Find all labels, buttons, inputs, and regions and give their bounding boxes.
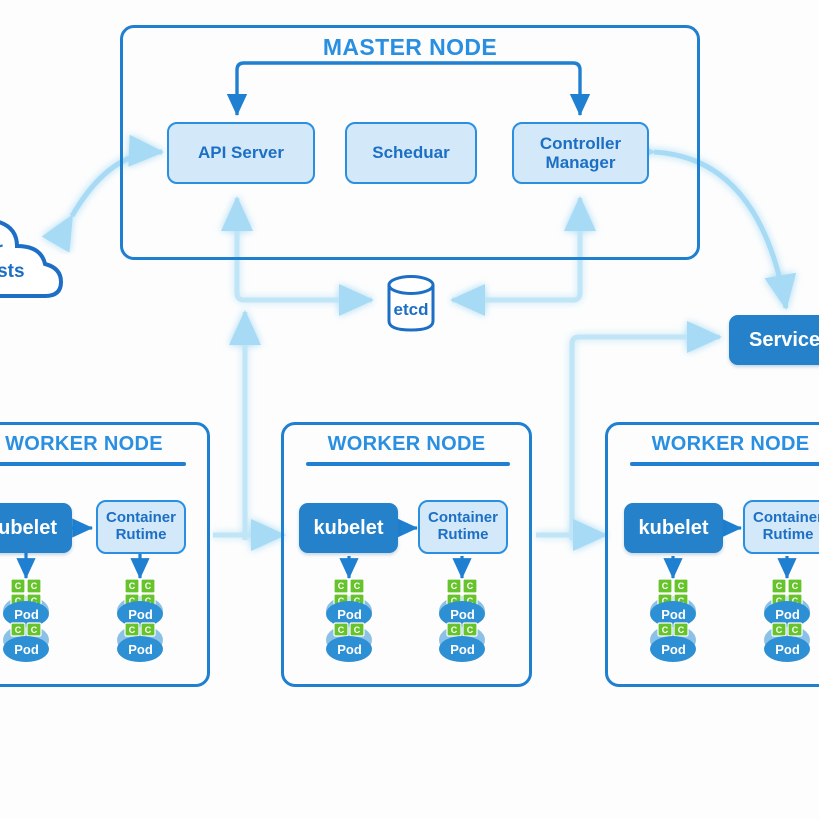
container-group-bottom: C C [446,622,478,637]
kubelet-label: kubelet [0,516,58,539]
worker-node-1-container [0,422,210,687]
pod-stack-icon: C C C C C C [3,578,49,662]
svg-text:C: C [354,581,361,591]
svg-text:C: C [451,625,458,635]
user-requests-cloud[interactable]: User Requests [0,212,110,307]
svg-text:C: C [145,581,152,591]
worker-node-3-title: WORKER NODE [651,433,810,455]
worker-node-1-rule [0,462,186,466]
container-group-bottom: C C [771,622,803,637]
kubelet-label: kubelet [313,516,384,539]
worker-node-2-title: WORKER NODE [327,433,486,455]
worker-node-3-podstack-1[interactable]: C C C C C C Pod Pod [646,578,701,663]
svg-text:C: C [678,581,685,591]
svg-text:C: C [338,596,345,606]
runtime-label-line1: Container [752,509,819,527]
etcd-cylinder-icon [387,275,435,332]
svg-text:C: C [662,596,669,606]
worker-node-2-podstack-1[interactable]: C C C C C C Pod Pod [322,578,377,663]
etcd-label: etcd [393,300,429,319]
pod-stack-icon: C C C C C C [764,578,810,662]
api-server-box[interactable]: API Server [167,122,315,184]
svg-text:C: C [31,581,38,591]
svg-text:C: C [129,581,136,591]
svg-text:C: C [467,625,474,635]
pod-stack-icon: C C C C C C [117,578,163,662]
scheduler-box[interactable]: Scheduar [345,122,477,184]
svg-text:C: C [31,625,38,635]
worker-node-1-title: WORKER NODE [5,433,163,455]
svg-text:C: C [678,596,685,606]
svg-text:C: C [467,596,474,606]
svg-text:C: C [776,581,783,591]
runtime-label-line1: Container [427,509,498,527]
scheduler-label: Scheduar [372,143,450,163]
cloud-icon [0,220,64,298]
svg-text:C: C [15,596,22,606]
user-requests-line2: Requests [0,261,25,283]
kubelet-label: kubelet [638,516,709,539]
runtime-label-line1: Container [105,509,176,527]
worker-node-2-podstack-2[interactable]: C C C C C C Pod Pod [435,578,490,663]
worker-node-1-runtime[interactable]: Container Rutime [96,500,186,554]
container-group-bottom: C C [657,622,689,637]
svg-text:C: C [31,596,38,606]
svg-text:C: C [15,581,22,591]
worker-node-3-kubelet[interactable]: kubelet [624,503,723,553]
worker-node-3-container [605,422,819,687]
svg-text:C: C [792,625,799,635]
worker-node-1-kubelet[interactable]: kubelet [0,503,72,553]
svg-text:C: C [129,596,136,606]
services-label: Services [749,328,819,351]
svg-text:C: C [129,625,136,635]
worker-node-3-podstack-2[interactable]: C C C C C C Pod Pod [760,578,815,663]
services-box[interactable]: Services [729,315,819,365]
worker-node-2-kubelet[interactable]: kubelet [299,503,398,553]
worker-node-1-podstack-1[interactable]: C C C C C C Pod Pod [0,578,54,663]
svg-text:C: C [15,625,22,635]
worker-left-uplink [213,309,287,551]
container-group-bottom: C C [10,622,42,637]
worker-node-3-runtime[interactable]: Container Rutime [743,500,819,554]
svg-text:C: C [776,625,783,635]
runtime-label-line2: Rutime [115,526,167,543]
svg-text:C: C [678,625,685,635]
pod-stack-icon: C C C C C C [439,578,485,662]
container-group-bottom: C C [333,622,365,637]
container-group-bottom: C C [124,622,156,637]
svg-text:C: C [662,581,669,591]
svg-text:C: C [792,596,799,606]
controller-manager-label-line2: Manager [545,153,616,172]
worker-node-2-rule [306,462,510,466]
svg-text:C: C [451,581,458,591]
api-server-label: API Server [198,143,284,163]
master-node-container [120,25,700,260]
controller-manager-box[interactable]: Controller Manager [512,122,649,184]
svg-text:C: C [776,596,783,606]
controller-manager-label-line1: Controller [539,133,622,153]
worker-node-2-container [281,422,532,687]
svg-text:C: C [354,596,361,606]
worker-node-2-runtime[interactable]: Container Rutime [418,500,508,554]
etcd-store[interactable]: etcd [380,272,442,334]
user-requests-label: User Requests [0,239,25,284]
master-node-title: MASTER NODE [322,34,498,60]
svg-text:C: C [467,581,474,591]
container-group-top: C C C C [333,578,365,609]
runtime-label-line2: Rutime [762,526,814,543]
svg-text:C: C [145,625,152,635]
worker-node-1-podstack-2[interactable]: C C C C C C Pod Pod [113,578,168,663]
svg-text:C: C [451,596,458,606]
worker-node-3-rule [630,462,819,466]
svg-text:C: C [338,581,345,591]
svg-text:C: C [354,625,361,635]
svg-text:C: C [145,596,152,606]
runtime-label-line2: Rutime [437,526,489,543]
svg-text:C: C [338,625,345,635]
svg-text:C: C [662,625,669,635]
user-requests-line1: User [0,239,3,260]
pod-stack-icon: C C C C C C [650,578,696,662]
pod-stack-icon: C C C C C C [326,578,372,662]
svg-text:C: C [792,581,799,591]
